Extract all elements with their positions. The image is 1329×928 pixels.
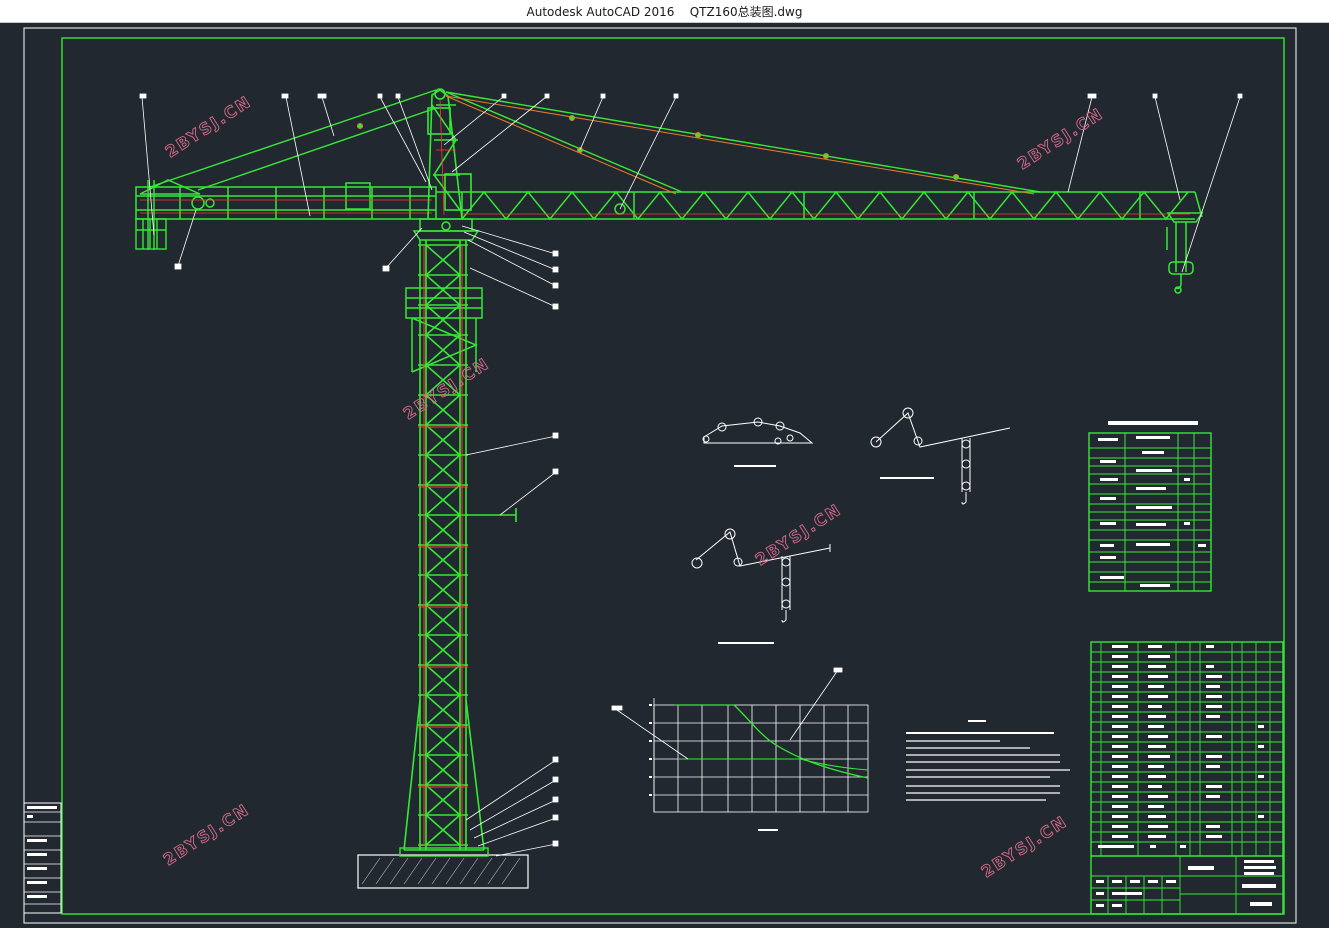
drawing-canvas[interactable]: 2BYSJ.CN 2BYSJ.CN 2BYSJ.CN 2BYSJ.CN 2BYS… bbox=[0, 23, 1329, 928]
title-bar: Autodesk AutoCAD 2016 QTZ160总装图.dwg bbox=[0, 0, 1329, 23]
left-strip-cells bbox=[27, 806, 57, 898]
outer-frame bbox=[23, 27, 1297, 924]
window-title: Autodesk AutoCAD 2016 QTZ160总装图.dwg bbox=[0, 3, 1329, 20]
load-chart[interactable] bbox=[611, 667, 869, 831]
counter-jib-inner bbox=[140, 199, 432, 214]
app-name: Autodesk AutoCAD 2016 bbox=[526, 5, 675, 19]
jib-tie-rods[interactable] bbox=[445, 91, 1041, 193]
reeving-diagram-2[interactable] bbox=[870, 407, 1011, 505]
counter-jib-ties bbox=[149, 89, 437, 191]
watermark-1: 2BYSJ.CN bbox=[162, 92, 255, 162]
watermark-4: 2BYSJ.CN bbox=[752, 500, 845, 570]
reeving-diagram-1[interactable] bbox=[702, 417, 814, 467]
document-name: QTZ160总装图.dwg bbox=[689, 5, 803, 19]
parameter-table-cells bbox=[1098, 421, 1206, 587]
watermark-6: 2BYSJ.CN bbox=[978, 812, 1071, 882]
counterweight-blocks[interactable] bbox=[135, 180, 167, 250]
wall-tie[interactable] bbox=[466, 508, 517, 522]
watermark-5: 2BYSJ.CN bbox=[160, 800, 253, 870]
tower-head-inner bbox=[436, 99, 456, 216]
drawing-svg[interactable]: 2BYSJ.CN 2BYSJ.CN 2BYSJ.CN 2BYSJ.CN 2BYS… bbox=[0, 23, 1329, 928]
left-strip-rows bbox=[24, 811, 61, 905]
part-leaders bbox=[139, 93, 1243, 857]
mast[interactable] bbox=[403, 240, 485, 851]
load-curve-lower bbox=[678, 758, 869, 771]
reeving-diagram-3[interactable] bbox=[691, 528, 831, 644]
parameter-table[interactable] bbox=[1088, 432, 1212, 592]
mast-bolts bbox=[418, 245, 468, 845]
climbing-frame[interactable] bbox=[405, 287, 483, 373]
trolley-and-hook[interactable] bbox=[1166, 212, 1204, 294]
load-curve-upper bbox=[674, 704, 869, 779]
jib-tie-rods-orange bbox=[356, 95, 1035, 195]
hook-icon bbox=[1174, 274, 1182, 294]
tower-crane[interactable] bbox=[135, 88, 1204, 889]
foundation[interactable] bbox=[357, 847, 529, 889]
bom-cells bbox=[1096, 645, 1276, 907]
slewing-unit[interactable] bbox=[412, 218, 480, 241]
bom-table[interactable] bbox=[1090, 641, 1284, 915]
inner-frame bbox=[61, 37, 1285, 915]
tower-head[interactable] bbox=[427, 88, 472, 220]
left-binding-strip bbox=[23, 802, 62, 914]
counter-jib[interactable] bbox=[135, 179, 437, 220]
technical-notes[interactable] bbox=[906, 720, 1070, 801]
main-jib[interactable] bbox=[436, 190, 1203, 221]
watermark-3: 2BYSJ.CN bbox=[1014, 104, 1107, 174]
